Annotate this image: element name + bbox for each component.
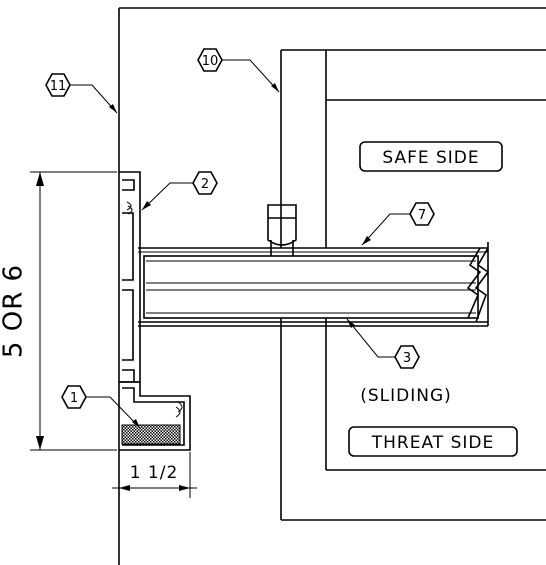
- svg-text:2: 2: [201, 177, 209, 192]
- dimension-width: 1 1/2: [112, 452, 197, 498]
- svg-text:10: 10: [202, 54, 219, 69]
- callout-1: 1: [61, 385, 141, 429]
- callout-2: 2: [141, 171, 218, 211]
- wall-outline: [118, 7, 546, 565]
- svg-text:1: 1: [70, 391, 78, 406]
- sliding-label: (SLIDING): [360, 386, 452, 406]
- callout-7: 7: [361, 202, 435, 246]
- dimension-height-label: 5 OR 6: [0, 264, 29, 358]
- callout-10: 10: [197, 48, 280, 93]
- track-channel: [119, 171, 141, 383]
- svg-text:11: 11: [50, 79, 67, 94]
- callout-3: 3: [346, 318, 420, 369]
- sliding-panel: [138, 242, 490, 327]
- threat-side-label: THREAT SIDE: [371, 433, 494, 453]
- callout-11: 11: [45, 73, 118, 114]
- safe-side-label: SAFE SIDE: [382, 148, 479, 168]
- guide-block: [267, 204, 297, 246]
- svg-text:7: 7: [418, 208, 426, 223]
- seal-strip: [121, 424, 181, 445]
- svg-text:3: 3: [403, 351, 411, 366]
- frame-post: [280, 49, 546, 521]
- seal-holder: [119, 381, 191, 451]
- dimension-height: 5 OR 6: [0, 171, 117, 451]
- dimension-width-label: 1 1/2: [130, 463, 179, 483]
